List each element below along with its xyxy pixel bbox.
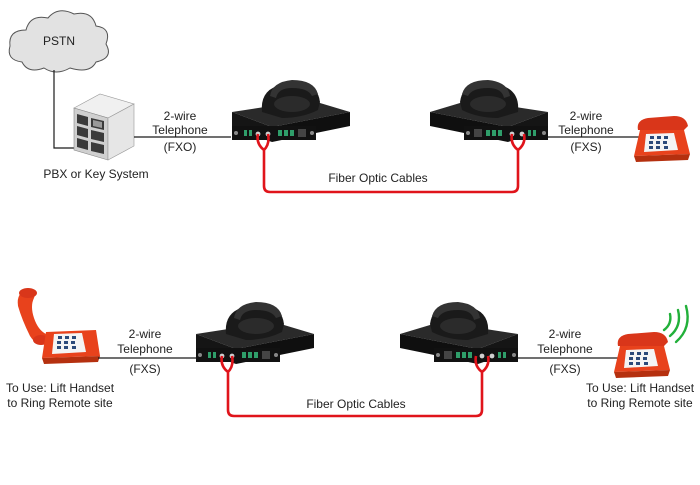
bottom-right-note-line2: to Ring Remote site bbox=[587, 396, 693, 410]
top-scenario: PSTN PBX or Key System 2-wire Telephone … bbox=[8, 10, 690, 194]
pbx-label: PBX or Key System bbox=[43, 167, 148, 181]
pstn-label: PSTN bbox=[43, 34, 75, 48]
bottom-left-link-line2: Telephone bbox=[117, 342, 173, 356]
top-left-link-line2: Telephone bbox=[152, 123, 208, 137]
ringing-waves-icon bbox=[662, 304, 689, 344]
top-fiber-optic-cable bbox=[256, 133, 526, 194]
pstn-pbx-wire bbox=[53, 70, 82, 149]
top-right-link-line3: (FXS) bbox=[570, 140, 601, 154]
top-left-link-line1: 2-wire bbox=[164, 109, 197, 123]
bottom-right-link-line3: (FXS) bbox=[549, 362, 580, 376]
bottom-fiber-optic-cable bbox=[220, 355, 490, 418]
bottom-right-link-line2: Telephone bbox=[537, 342, 593, 356]
bottom-left-link-line3: (FXS) bbox=[129, 362, 160, 376]
bottom-left-link-line1: 2-wire bbox=[129, 327, 162, 341]
top-desk-phone-icon bbox=[634, 116, 690, 162]
bottom-right-link-line1: 2-wire bbox=[549, 327, 582, 341]
bottom-right-note-line1: To Use: Lift Handset bbox=[586, 381, 695, 395]
bottom-right-fiber-extender-icon bbox=[400, 302, 518, 364]
pstn-cloud-icon: PSTN bbox=[8, 10, 109, 73]
top-fiber-label: Fiber Optic Cables bbox=[328, 171, 427, 185]
bottom-fiber-label: Fiber Optic Cables bbox=[306, 397, 405, 411]
bottom-left-phone-lifted-handset-icon bbox=[17, 288, 100, 364]
top-right-link-line1: 2-wire bbox=[570, 109, 603, 123]
bottom-left-note-line1: To Use: Lift Handset bbox=[6, 381, 115, 395]
pbx-server-icon bbox=[73, 93, 135, 161]
top-right-link-line2: Telephone bbox=[558, 123, 614, 137]
bottom-left-fiber-extender-icon bbox=[196, 302, 314, 364]
bottom-right-desk-phone-icon bbox=[614, 332, 670, 378]
bottom-scenario: To Use: Lift Handset to Ring Remote site… bbox=[6, 288, 695, 418]
bottom-left-note-line2: to Ring Remote site bbox=[7, 396, 113, 410]
top-left-link-line3: (FXO) bbox=[164, 140, 197, 154]
top-left-fiber-extender-icon bbox=[232, 80, 350, 142]
top-right-fiber-extender-icon bbox=[430, 80, 548, 142]
